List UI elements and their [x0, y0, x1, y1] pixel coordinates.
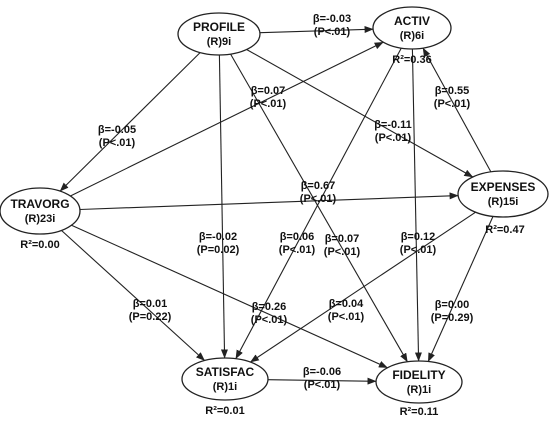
r-squared-label: R²=0.36 — [392, 54, 431, 66]
edge-p-label: (P<.01) — [324, 246, 361, 258]
edge-beta-label: β=-0.02 — [199, 231, 237, 243]
edge-label-expenses-to-satisfac: β=0.04(P<.01) — [328, 298, 365, 323]
edge-p-label: (P<.01) — [434, 98, 471, 110]
node-name: EXPENSES — [471, 180, 536, 194]
edge-beta-label: β=0.26 — [252, 301, 287, 313]
node-sub: (R)15i — [488, 196, 519, 208]
arrow-profile-to-expenses — [246, 49, 474, 178]
edge-p-label: (P=0.29) — [431, 312, 474, 324]
edge-beta-label: β=0.67 — [301, 180, 336, 192]
node-name: TRAVORG — [10, 197, 69, 211]
edge-beta-label: β=0.07 — [251, 85, 286, 97]
node-sub: (R)6i — [400, 30, 424, 42]
node-satisfac: SATISFAC (R)1i — [181, 357, 269, 401]
r-squared-label: R²=0.00 — [20, 239, 59, 251]
edge-label-activ-to-fidelity: β=0.12(P<.01) — [400, 231, 437, 256]
arrow-profile-to-travorg — [59, 52, 201, 192]
node-sub: (R)1i — [213, 381, 237, 393]
node-ellipse — [181, 357, 269, 401]
edge-p-label: (P=0.02) — [197, 244, 240, 256]
edge-label-profile-to-satisfac: β=-0.02(P=0.02) — [197, 231, 240, 256]
edge-label-profile-to-travorg: β=-0.05(P<.01) — [98, 124, 136, 149]
edge-p-label: (P<.01) — [375, 132, 412, 144]
arrow-activ-to-satisfac — [235, 47, 402, 360]
node-activ: ACTIV (R)6i — [372, 6, 452, 50]
edges-layer — [59, 25, 494, 385]
edge-p-label: (P=0.22) — [129, 311, 172, 323]
edge-beta-label: β=0.04 — [329, 298, 364, 310]
arrow-activ-to-fidelity — [411, 48, 422, 362]
edge-beta-label: β=0.55 — [435, 85, 470, 97]
edge-beta-label: β=-0.05 — [98, 124, 136, 136]
edge-label-profile-to-activ: β=-0.03(P<.01) — [313, 13, 351, 38]
edge-label-travorg-to-satisfac: β=0.01(P=0.22) — [129, 298, 172, 323]
edge-label-activ-to-satisfac: β=0.06(P<.01) — [279, 231, 316, 256]
edge-label-travorg-to-expenses: β=0.67(P<.01) — [300, 180, 337, 205]
node-travorg: TRAVORG (R)23i — [0, 187, 81, 235]
edge-p-label: (P<.01) — [99, 137, 136, 149]
arrow-expenses-to-activ — [422, 47, 492, 173]
arrow-travorg-to-satisfac — [61, 229, 205, 361]
node-ellipse — [457, 170, 549, 218]
edge-p-label: (P<.01) — [279, 244, 316, 256]
edge-label-travorg-to-activ: β=0.07(P<.01) — [250, 85, 287, 110]
edge-p-label: (P<.01) — [314, 26, 351, 38]
arrow-expenses-to-satisfac — [249, 211, 476, 363]
node-name: PROFILE — [193, 20, 245, 34]
labels-layer: β=-0.03(P<.01)β=-0.05(P<.01)β=-0.11(P<.0… — [20, 13, 524, 418]
edge-p-label: (P<.01) — [250, 98, 287, 110]
edge-p-label: (P<.01) — [300, 193, 337, 205]
node-sub: (R)9i — [207, 36, 231, 48]
node-expenses: EXPENSES (R)15i — [457, 170, 549, 218]
edge-label-travorg-to-fidelity: β=0.26(P<.01) — [251, 301, 288, 326]
edge-beta-label: β=0.06 — [280, 231, 315, 243]
arrow-travorg-to-fidelity — [71, 224, 388, 369]
node-sub: (R)23i — [25, 213, 56, 225]
arrow-travorg-to-activ — [70, 41, 384, 197]
node-profile: PROFILE (R)9i — [177, 12, 261, 56]
arrow-expenses-to-fidelity — [427, 216, 494, 362]
edge-label-expenses-to-activ: β=0.55(P<.01) — [434, 85, 471, 110]
edge-beta-label: β=-0.06 — [303, 366, 341, 378]
edge-beta-label: β=0.01 — [133, 298, 168, 310]
arrow-profile-to-satisfac — [218, 54, 228, 359]
node-ellipse — [0, 187, 81, 235]
arrow-profile-to-activ — [259, 25, 374, 34]
arrow-profile-to-fidelity — [230, 53, 408, 363]
edge-label-profile-to-expenses: β=-0.11(P<.01) — [374, 119, 412, 144]
edge-label-expenses-to-fidelity: β=0.00(P=0.29) — [431, 299, 474, 324]
r-squared-label: R²=0.47 — [485, 224, 524, 236]
r-squared-label: R²=0.11 — [400, 406, 439, 418]
node-name: FIDELITY — [392, 368, 445, 382]
arrow-travorg-to-expenses — [79, 192, 459, 211]
node-sub: (R)1i — [407, 384, 431, 396]
node-ellipse — [177, 12, 261, 56]
arrow-satisfac-to-fidelity — [267, 377, 377, 385]
edge-p-label: (P<.01) — [400, 244, 437, 256]
edge-beta-label: β=-0.03 — [313, 13, 351, 25]
node-name: SATISFAC — [196, 365, 255, 379]
node-name: ACTIV — [394, 14, 430, 28]
edge-beta-label: β=0.07 — [325, 233, 360, 245]
node-ellipse — [372, 6, 452, 50]
node-ellipse — [375, 360, 463, 404]
node-fidelity: FIDELITY (R)1i — [375, 360, 463, 404]
edge-p-label: (P<.01) — [251, 314, 288, 326]
edge-p-label: (P<.01) — [328, 311, 365, 323]
edge-beta-label: β=0.12 — [401, 231, 436, 243]
edge-beta-label: β=0.00 — [435, 299, 470, 311]
edge-label-profile-to-fidelity: β=0.07(P<.01) — [324, 233, 361, 258]
edge-p-label: (P<.01) — [304, 379, 341, 391]
edge-beta-label: β=-0.11 — [374, 119, 412, 131]
r-squared-label: R²=0.01 — [205, 405, 244, 417]
edge-label-satisfac-to-fidelity: β=-0.06(P<.01) — [303, 366, 341, 391]
